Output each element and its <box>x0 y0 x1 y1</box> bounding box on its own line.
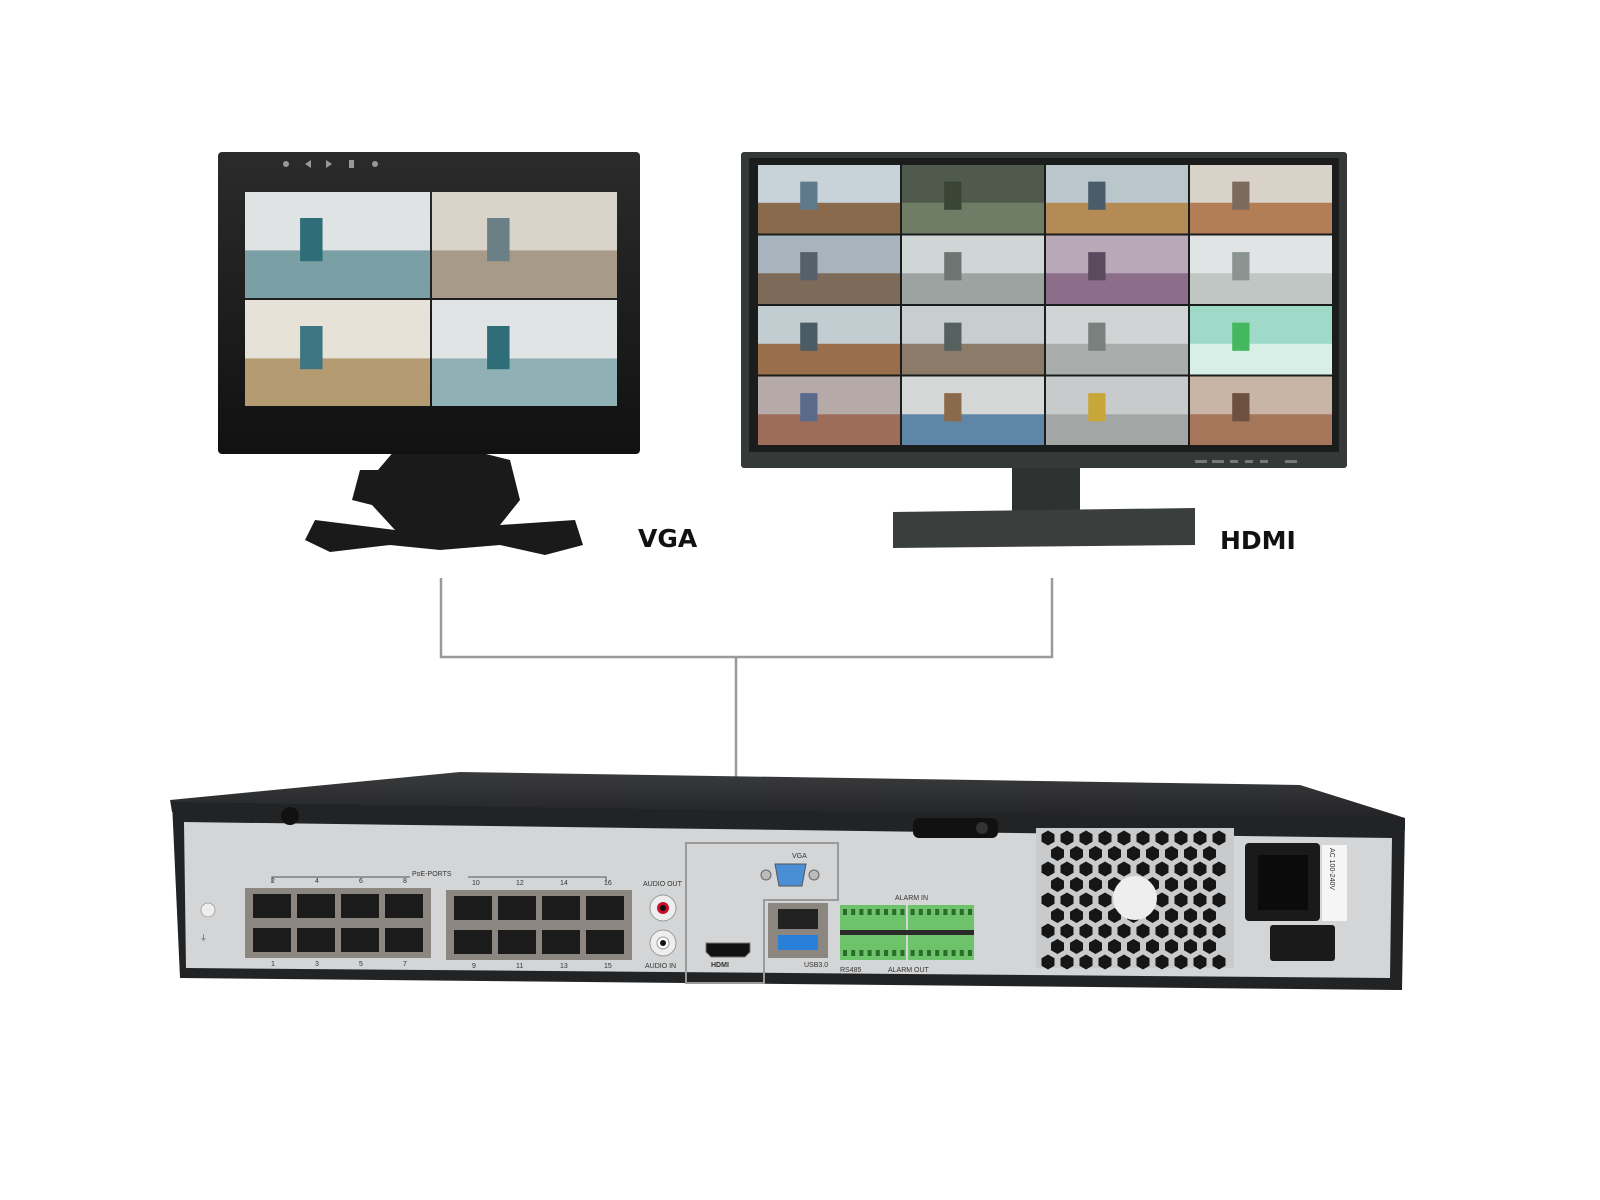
camera-tile <box>1046 376 1188 445</box>
lan-usb-port[interactable]: USB3.0 <box>768 903 828 969</box>
alarm-out-label: ALARM OUT <box>888 967 930 974</box>
port-number: 6 <box>359 878 363 885</box>
ethernet-port[interactable] <box>385 894 423 918</box>
fan-hub <box>1113 876 1157 920</box>
camera-tile <box>902 376 1044 445</box>
ethernet-port[interactable] <box>542 930 580 954</box>
camera-tile <box>1190 235 1332 304</box>
ethernet-port[interactable] <box>297 928 335 952</box>
camera-tile <box>1190 306 1332 375</box>
ground-icon: ⏚ <box>200 934 207 942</box>
camera-tile <box>758 235 900 304</box>
camera-tile <box>902 235 1044 304</box>
monitor-stand <box>305 450 583 555</box>
port-number: 16 <box>604 880 612 887</box>
hdmi-port[interactable]: HDMI <box>705 942 751 969</box>
camera-tile <box>758 306 900 375</box>
camera-tile <box>1046 306 1188 375</box>
monitor-screen <box>758 165 1332 445</box>
power-switch[interactable] <box>1270 925 1335 961</box>
ethernet-port[interactable] <box>586 930 624 954</box>
vga-label: VGA <box>638 524 698 553</box>
audio-jacks: AUDIO OUT AUDIO IN <box>643 881 683 970</box>
monitor-screen <box>245 192 617 406</box>
port-number: 15 <box>604 963 612 970</box>
usb-label: USB3.0 <box>804 962 828 969</box>
port-number: 4 <box>315 878 319 885</box>
port-number: 2 <box>271 878 275 885</box>
vga-monitor <box>218 152 640 555</box>
alarm-terminals: ALARM IN RS485 ALARM OUT <box>840 895 974 974</box>
ethernet-port[interactable] <box>297 894 335 918</box>
audio-out-label: AUDIO OUT <box>643 881 683 888</box>
camera-tile <box>1046 165 1188 234</box>
monitor-buttons <box>283 160 378 168</box>
vga-port[interactable]: VGA <box>760 853 820 887</box>
port-number: 14 <box>560 880 568 887</box>
camera-tile <box>758 376 900 445</box>
camera-tile <box>902 306 1044 375</box>
ethernet-port[interactable] <box>454 930 492 954</box>
fan-grille <box>1041 830 1226 970</box>
ethernet-port[interactable] <box>253 894 291 918</box>
hdmi-port-label: HDMI <box>711 962 729 969</box>
port-number: 10 <box>472 880 480 887</box>
camera-tile <box>432 192 617 298</box>
ethernet-port[interactable] <box>498 896 536 920</box>
ethernet-port[interactable] <box>454 896 492 920</box>
hdmi-monitor <box>741 152 1347 548</box>
power-supply: AC 100-240V <box>1036 828 1347 970</box>
ethernet-port[interactable] <box>253 928 291 952</box>
ethernet-port[interactable] <box>385 928 423 952</box>
port-number: 3 <box>315 961 319 968</box>
port-number: 12 <box>516 880 524 887</box>
camera-tile <box>902 165 1044 234</box>
video-output-highlight <box>685 842 839 984</box>
port-number: 13 <box>560 963 568 970</box>
ethernet-port[interactable] <box>498 930 536 954</box>
camera-tile <box>245 192 430 298</box>
monitor-stand <box>893 508 1195 548</box>
ethernet-port[interactable] <box>542 896 580 920</box>
audio-in-label: AUDIO IN <box>645 963 676 970</box>
port-number: 8 <box>403 878 407 885</box>
port-number: 5 <box>359 961 363 968</box>
camera-tile <box>1046 235 1188 304</box>
ethernet-port[interactable] <box>341 894 379 918</box>
camera-tile <box>1190 165 1332 234</box>
camera-tile <box>758 165 900 234</box>
ethernet-port[interactable] <box>341 928 379 952</box>
rs485-label: RS485 <box>840 967 862 974</box>
monitor-buttons <box>1195 460 1297 463</box>
alarm-in-label: ALARM IN <box>895 895 928 902</box>
ethernet-port[interactable] <box>586 896 624 920</box>
power-rating-label: AC 100-240V <box>1328 848 1335 890</box>
port-number: 1 <box>271 961 275 968</box>
port-number: 9 <box>472 963 476 970</box>
hdmi-label: HDMI <box>1220 526 1296 555</box>
poe-label: PoE-PORTS <box>412 871 452 878</box>
camera-tile <box>432 300 617 406</box>
port-number: 11 <box>516 963 523 970</box>
vga-port-label: VGA <box>792 853 807 860</box>
camera-tile <box>245 300 430 406</box>
port-number: 7 <box>403 961 407 968</box>
camera-tile <box>1190 376 1332 445</box>
